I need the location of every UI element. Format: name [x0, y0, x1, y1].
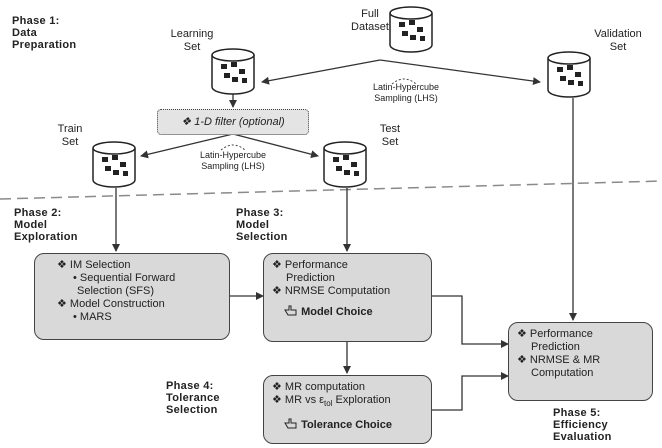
- mr-vs-eps-prefix: ❖ MR vs ε: [272, 394, 325, 406]
- eff-performance-line2: Prediction: [531, 341, 580, 353]
- hand-pointer-icon: [284, 305, 297, 316]
- eff-nrmse-line1: ❖ NRMSE & MR: [517, 354, 601, 366]
- train-set-database-icon: [92, 141, 136, 188]
- lhs-top-line2: Sampling (LHS): [374, 93, 438, 103]
- train-set-label: Train Set: [50, 123, 90, 149]
- learning-set-line1: Learning: [170, 28, 214, 40]
- phase3-title: Phase 3:: [236, 207, 284, 219]
- sfs-item-line1: • Sequential Forward: [73, 272, 176, 284]
- hand-pointer-icon: [284, 418, 297, 429]
- validation-set-label: Validation Set: [586, 28, 650, 54]
- full-dataset-label: Full Dataset: [342, 8, 398, 34]
- arrow-full-to-learning: [261, 59, 381, 85]
- learning-set-label: Learning Set: [162, 28, 222, 54]
- validation-set-database-icon: [547, 51, 591, 98]
- phase5-line1: Efficiency: [553, 419, 608, 431]
- mr-computation-item: ❖ MR computation: [272, 381, 366, 393]
- im-selection-item: ❖ IM Selection: [57, 259, 131, 271]
- test-set-line2: Set: [381, 136, 399, 148]
- eps-tol-subscript: tol: [324, 399, 333, 409]
- phase3-heading: Phase 3: Model Selection: [236, 207, 288, 243]
- eff-nrmse-line2: Computation: [531, 367, 594, 379]
- test-set-label: Test Set: [372, 123, 408, 149]
- phase4-title: Phase 4:: [166, 380, 214, 392]
- model-construction-item: ❖ Model Construction: [57, 298, 165, 310]
- phase1-heading: Phase 1: Data Preparation: [12, 15, 76, 51]
- eff-performance-line1: ❖ Performance: [517, 328, 593, 340]
- lhs-top-line1: Latin-Hypercube: [372, 82, 440, 92]
- phase1-line2: Preparation: [12, 39, 77, 51]
- model-selection-box: ❖ Performance Prediction ❖ NRMSE Computa…: [263, 253, 432, 342]
- phase-separator: [0, 180, 662, 200]
- learning-set-line2: Set: [183, 41, 201, 53]
- phase2-heading: Phase 2: Model Exploration: [14, 207, 78, 243]
- test-set-database-icon: [323, 141, 367, 188]
- train-set-line1: Train: [57, 123, 83, 135]
- mr-vs-eps-item: ❖ MR vs εtol Exploration: [272, 394, 423, 410]
- lhs-bottom-line2: Sampling (LHS): [201, 161, 265, 171]
- validation-set-line1: Validation: [594, 28, 642, 40]
- arrow-filter-to-test: [232, 133, 319, 159]
- sfs-item-line2: Selection (SFS): [77, 285, 155, 297]
- phase1-line1: Data: [12, 27, 38, 39]
- phase4-line2: Selection: [166, 404, 218, 416]
- performance-prediction-line1: ❖ Performance: [272, 259, 348, 271]
- performance-prediction-line2: Prediction: [286, 272, 335, 284]
- nrmse-computation-item: ❖ NRMSE Computation: [272, 285, 391, 297]
- phase3-line1: Model: [236, 219, 270, 231]
- filter-box: ❖ 1-D filter (optional): [157, 109, 309, 135]
- model-exploration-box: ❖ IM Selection • Sequential Forward Sele…: [34, 253, 230, 340]
- full-dataset-database-icon: [389, 6, 433, 53]
- mars-item: • MARS: [73, 311, 112, 323]
- model-choice-row: Model Choice: [272, 304, 423, 319]
- lhs-label-bottom: Latin-Hypercube Sampling (LHS): [183, 150, 283, 172]
- phase1-title: Phase 1:: [12, 15, 60, 27]
- phase4-line1: Tolerance: [166, 392, 220, 404]
- lhs-label-top: Latin-Hypercube Sampling (LHS): [356, 82, 456, 104]
- learning-set-database-icon: [211, 48, 255, 95]
- tolerance-selection-box: ❖ MR computation ❖ MR vs εtol Exploratio…: [263, 375, 432, 444]
- lhs-bottom-swap-icon: [220, 144, 246, 151]
- phase2-line1: Model: [14, 219, 48, 231]
- phase5-title: Phase 5:: [553, 407, 601, 419]
- validation-set-line2: Set: [609, 41, 627, 53]
- mr-vs-eps-suffix: Exploration: [332, 394, 391, 406]
- train-set-line2: Set: [61, 136, 79, 148]
- phase3-line2: Selection: [236, 231, 288, 243]
- efficiency-evaluation-box: ❖ Performance Prediction ❖ NRMSE & MR Co…: [508, 322, 653, 401]
- phase4-heading: Phase 4: Tolerance Selection: [166, 380, 220, 416]
- test-set-line1: Test: [379, 123, 401, 135]
- lhs-bottom-line1: Latin-Hypercube: [199, 150, 267, 160]
- model-choice-label: Model Choice: [301, 306, 373, 318]
- phase5-line2: Evaluation: [553, 431, 612, 443]
- tolerance-choice-label: Tolerance Choice: [301, 419, 392, 432]
- phase2-line2: Exploration: [14, 231, 78, 243]
- arrow-selection-to-efficiency: [432, 295, 509, 348]
- arrow-filter-to-train: [140, 133, 234, 159]
- lhs-top-swap-icon: [391, 78, 417, 85]
- phase2-title: Phase 2:: [14, 207, 62, 219]
- arrow-full-to-validation: [379, 59, 541, 86]
- phase5-heading: Phase 5: Efficiency Evaluation: [553, 407, 612, 443]
- full-dataset-line1: Full: [361, 8, 379, 20]
- full-dataset-line2: Dataset: [351, 21, 389, 33]
- arrow-tolerance-to-efficiency: [432, 372, 509, 411]
- tolerance-choice-row: Tolerance Choice: [272, 417, 423, 432]
